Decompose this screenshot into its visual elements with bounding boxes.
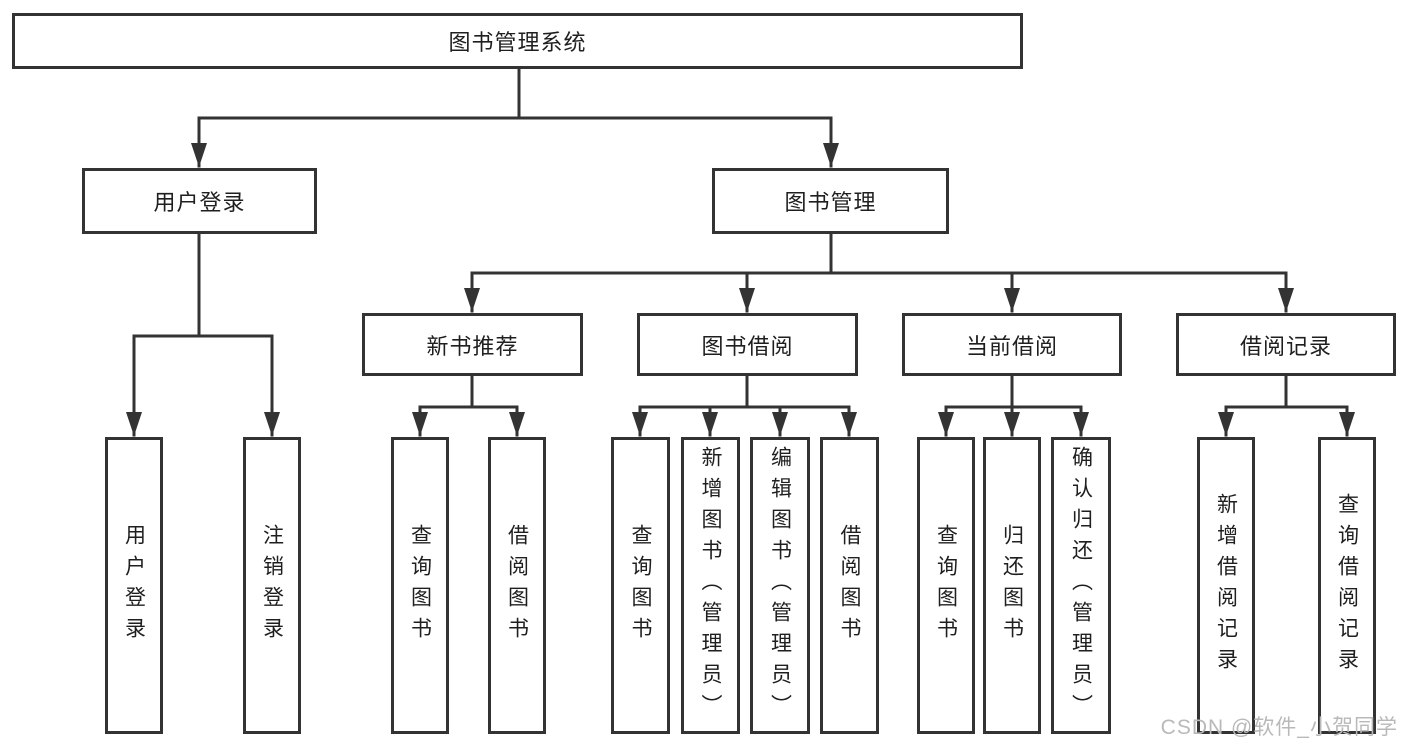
leaf-query-books-current: 查询图书 — [917, 437, 975, 734]
leaf-edit-books-admin: 编辑图书（管理员） — [750, 437, 810, 734]
node-new-book-recommend: 新书推荐 — [362, 313, 583, 376]
leaf-query-books-borrow: 查询图书 — [611, 437, 670, 734]
node-book-borrowing: 图书借阅 — [637, 313, 858, 376]
node-book-management: 图书管理 — [712, 168, 949, 234]
connector-group — [126, 66, 1355, 437]
node-system-root: 图书管理系统 — [12, 13, 1023, 69]
leaf-add-books-admin: 新增图书（管理员） — [681, 437, 740, 734]
leaf-logout: 注销登录 — [243, 437, 301, 734]
node-user-login: 用户登录 — [82, 168, 317, 234]
leaf-borrow-books-recommend: 借阅图书 — [488, 437, 546, 734]
leaf-borrow-books: 借阅图书 — [820, 437, 879, 734]
csdn-watermark: CSDN @软件_小贺同学 — [1160, 716, 1398, 739]
leaf-confirm-return-admin: 确认归还（管理员） — [1051, 437, 1111, 734]
leaf-query-borrow-record: 查询借阅记录 — [1318, 437, 1376, 734]
leaf-query-books-recommend: 查询图书 — [391, 437, 449, 734]
node-borrow-records: 借阅记录 — [1176, 313, 1396, 376]
leaf-user-login: 用户登录 — [105, 437, 163, 734]
node-current-borrowing: 当前借阅 — [902, 313, 1122, 376]
leaf-return-books: 归还图书 — [983, 437, 1041, 734]
leaf-add-borrow-record: 新增借阅记录 — [1197, 437, 1255, 734]
